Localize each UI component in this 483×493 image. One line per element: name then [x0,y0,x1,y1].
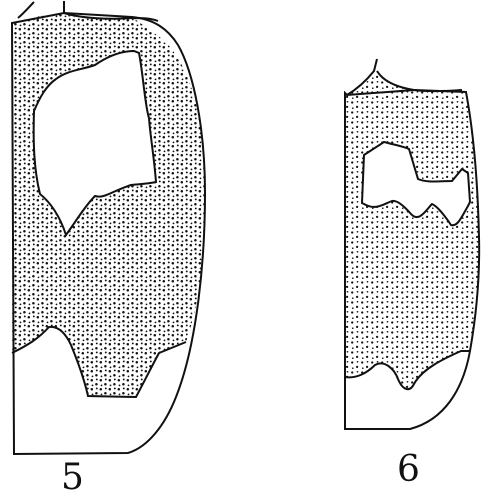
specimen-figure-6: 6 [345,59,479,490]
figure-label-5: 5 [61,457,84,493]
specimen-figure-5: 5 [12,1,205,493]
figure-label-6: 6 [397,449,420,490]
figure-6-stipple-region [345,71,479,389]
